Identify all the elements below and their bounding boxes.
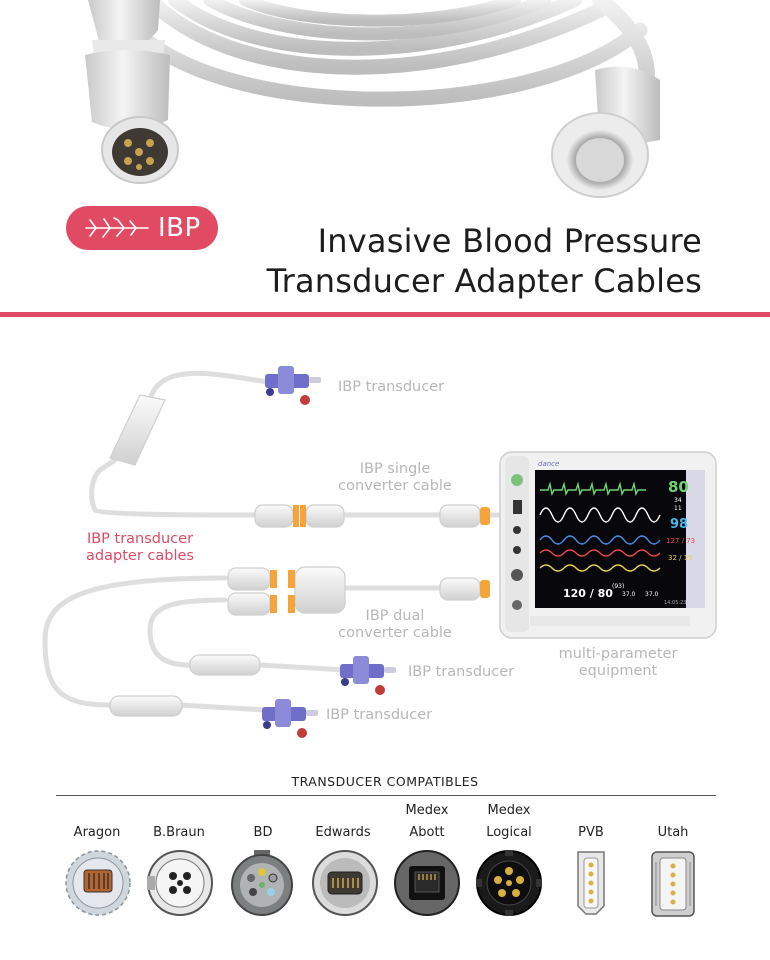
brand-utah: Utah: [628, 800, 718, 844]
aragon-connector-icon: [65, 850, 131, 916]
label-single-converter-line-2: converter cable: [338, 478, 452, 494]
page-title-line-2: Transducer Adapter Cables: [266, 262, 702, 300]
utah-connector-icon: [651, 851, 695, 917]
right-socket: [551, 66, 660, 198]
monitor-ibp-1: 127 / 73: [666, 537, 695, 545]
page-title-line-1: Invasive Blood Pressure: [317, 222, 702, 260]
label-single-converter: IBP single converter cable: [325, 461, 465, 495]
pvb-connector-icon: [577, 851, 605, 915]
brand-aragon: Aragon: [52, 800, 142, 844]
brand-bbraun: B.Braun: [134, 800, 224, 844]
brand-line-1: [218, 800, 308, 822]
monitor-hr: 80: [668, 478, 689, 496]
compatibles-divider: [56, 795, 716, 796]
monitor-ibp-2: 32 / 15: [668, 554, 693, 562]
brand-edwards: Edwards: [298, 800, 388, 844]
brand-line-1: [628, 800, 718, 822]
left-plug: [85, 0, 179, 184]
label-adapter-cables: IBP transducer adapter cables: [70, 531, 210, 565]
ibp-badge: IBP: [66, 206, 218, 250]
bbraun-connector-icon: [147, 850, 213, 916]
label-equipment: multi-parameter equipment: [548, 646, 688, 680]
monitor-small-1: 34: [674, 497, 682, 504]
label-equipment-line-1: multi-parameter: [558, 646, 678, 662]
brand-line-2: Aragon: [73, 825, 121, 840]
medex-abott-connector-icon: [394, 850, 460, 916]
brand-line-2: BD: [253, 825, 273, 840]
transducer-mid: [340, 656, 396, 695]
brand-line-2: Logical: [486, 825, 532, 840]
brand-medex-logical: Medex Logical: [464, 800, 554, 844]
label-ibp-transducer-top: IBP transducer: [338, 379, 445, 395]
brand-line-2: Edwards: [315, 825, 371, 840]
monitor-nibp: 120 / 80: [563, 587, 613, 600]
monitor-small-2: 11: [674, 505, 682, 512]
monitor-map: (93): [612, 583, 624, 590]
brand-line-1: [298, 800, 388, 822]
label-equipment-line-2: equipment: [578, 663, 658, 679]
compatibles-heading: TRANSDUCER COMPATIBLES: [291, 774, 479, 789]
patient-monitor: [499, 451, 717, 639]
brand-line-2: PVB: [578, 825, 604, 840]
brand-line-2: Abott: [409, 825, 445, 840]
transducer-bottom: [262, 699, 318, 738]
cable-hero-image: [85, 0, 660, 198]
blood-vessel-icon: [85, 217, 149, 238]
brand-line-1: [546, 800, 636, 822]
badge-label: IBP: [158, 213, 201, 243]
monitor-time: 14:05:23: [664, 600, 686, 606]
monitor-spo2: 98: [670, 517, 688, 532]
label-single-converter-line-1: IBP single: [359, 461, 431, 477]
label-ibp-transducer-bottom: IBP transducer: [326, 707, 433, 723]
label-ibp-transducer-mid: IBP transducer: [408, 664, 515, 680]
label-dual-converter: IBP dual converter cable: [325, 608, 465, 642]
accent-rule: [0, 312, 770, 317]
brand-medex-abott: Medex Abott: [382, 800, 472, 844]
brand-line-1: [52, 800, 142, 822]
brand-bd: BD: [218, 800, 308, 844]
medex-logical-connector-icon: [476, 850, 542, 916]
cable-diagram: dance 80 34 11 98 127 / 73 32 / 15 120 /…: [42, 366, 717, 738]
label-adapter-cables-line-2: adapter cables: [86, 548, 194, 564]
label-dual-converter-line-2: converter cable: [338, 625, 452, 641]
label-adapter-cables-line-1: IBP transducer: [86, 531, 194, 547]
brand-line-2: Utah: [657, 825, 689, 840]
monitor-temp-1: 37.0: [622, 591, 636, 598]
edwards-connector-icon: [312, 850, 378, 916]
brand-line-1: Medex: [405, 803, 449, 818]
monitor-temp-2: 37.0: [645, 591, 659, 598]
transducer-top: [265, 366, 321, 405]
brand-line-1: Medex: [487, 803, 531, 818]
brand-pvb: PVB: [546, 800, 636, 844]
brand-line-1: [134, 800, 224, 822]
label-dual-converter-line-1: IBP dual: [365, 608, 425, 624]
brand-line-2: B.Braun: [153, 825, 205, 840]
bd-connector-icon: [231, 850, 293, 916]
monitor-brand: dance: [538, 460, 559, 468]
